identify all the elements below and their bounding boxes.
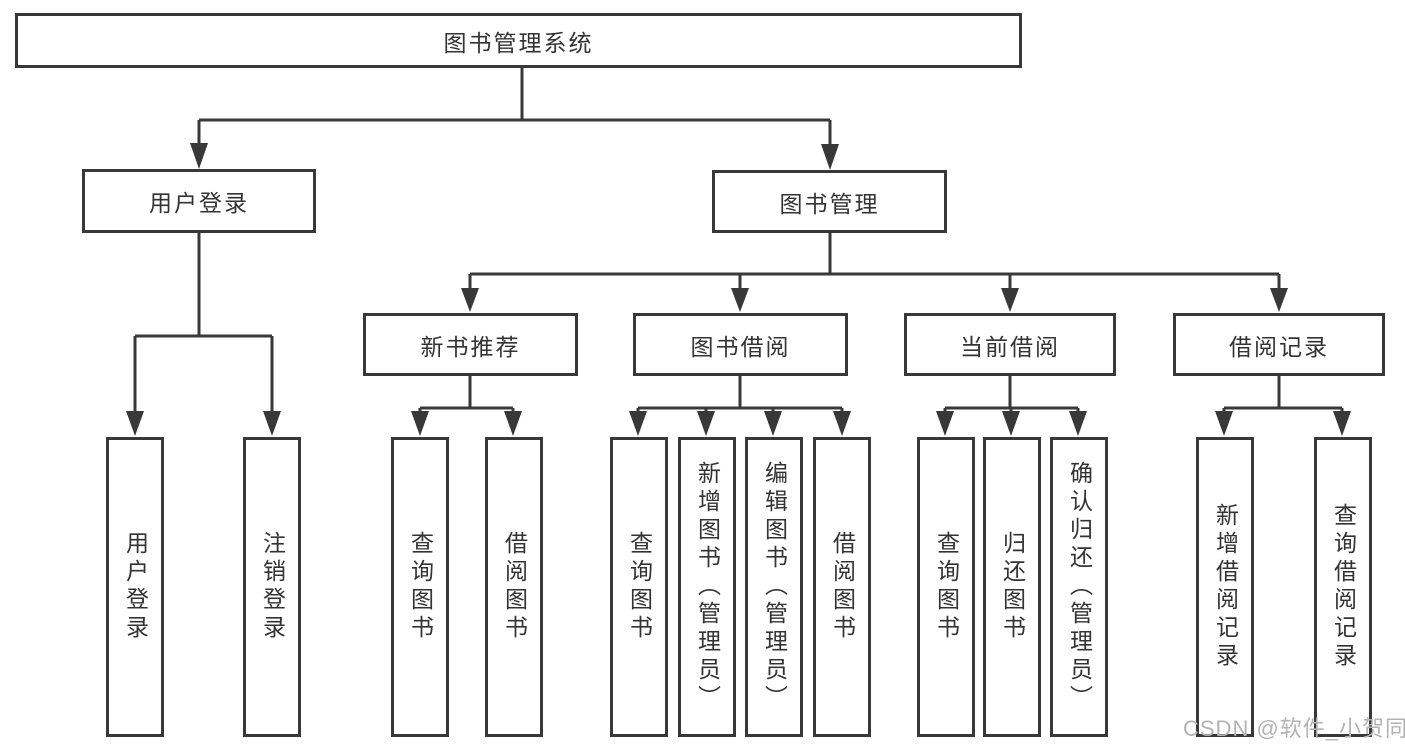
leaf-borrow-books: 借阅图书 xyxy=(485,437,543,737)
node-new-book-recommend: 新书推荐 xyxy=(363,313,578,376)
node-label: 借阅图书 xyxy=(501,531,528,643)
node-label: 用户登录 xyxy=(149,190,249,216)
node-label: 当前借阅 xyxy=(960,333,1060,360)
node-label: 查询借阅记录 xyxy=(1330,503,1357,671)
node-label: 注销登录 xyxy=(259,531,286,643)
node-label: 查询图书 xyxy=(626,531,653,643)
node-label: 借阅记录 xyxy=(1229,333,1329,360)
node-library-management-system: 图书管理系统 xyxy=(15,13,1022,68)
csdn-watermark: CSDN @软件_小贺同学 xyxy=(1183,716,1405,741)
node-user-login: 用户登录 xyxy=(82,169,316,233)
leaf-add-borrow-record: 新增借阅记录 xyxy=(1196,437,1254,737)
node-label: 图书管理 xyxy=(779,190,880,217)
node-label: 查询图书 xyxy=(933,531,960,643)
node-label: 新增借阅记录 xyxy=(1212,503,1239,671)
leaf-confirm-return-admin: 确认归还（管理员） xyxy=(1050,437,1108,737)
leaf-borrow-books: 借阅图书 xyxy=(813,437,871,737)
leaf-user-login: 用户登录 xyxy=(106,437,164,737)
leaf-query-borrow-record: 查询借阅记录 xyxy=(1314,437,1372,737)
node-book-management: 图书管理 xyxy=(712,170,947,233)
node-label: 归还图书 xyxy=(999,531,1026,643)
leaf-query-books: 查询图书 xyxy=(610,437,668,737)
leaf-add-books-admin: 新增图书（管理员） xyxy=(678,437,736,737)
leaf-query-books: 查询图书 xyxy=(917,437,975,737)
leaf-query-books: 查询图书 xyxy=(391,437,449,737)
node-label: 图书借阅 xyxy=(690,333,791,360)
leaf-logout: 注销登录 xyxy=(243,437,301,737)
leaf-return-books: 归还图书 xyxy=(983,437,1041,737)
node-label: 编辑图书（管理员） xyxy=(761,461,788,713)
node-label: 查询图书 xyxy=(407,531,434,643)
node-borrow-records: 借阅记录 xyxy=(1173,313,1385,376)
node-label: 新书推荐 xyxy=(420,333,521,360)
node-label: 用户登录 xyxy=(122,531,149,643)
node-label: 图书管理系统 xyxy=(443,29,594,56)
node-book-borrow: 图书借阅 xyxy=(633,313,848,376)
leaf-edit-books-admin: 编辑图书（管理员） xyxy=(745,437,803,737)
node-label: 借阅图书 xyxy=(829,531,856,643)
node-label: 确认归还（管理员） xyxy=(1066,461,1093,713)
node-label: 新增图书（管理员） xyxy=(694,461,721,713)
node-current-borrow: 当前借阅 xyxy=(904,313,1116,376)
